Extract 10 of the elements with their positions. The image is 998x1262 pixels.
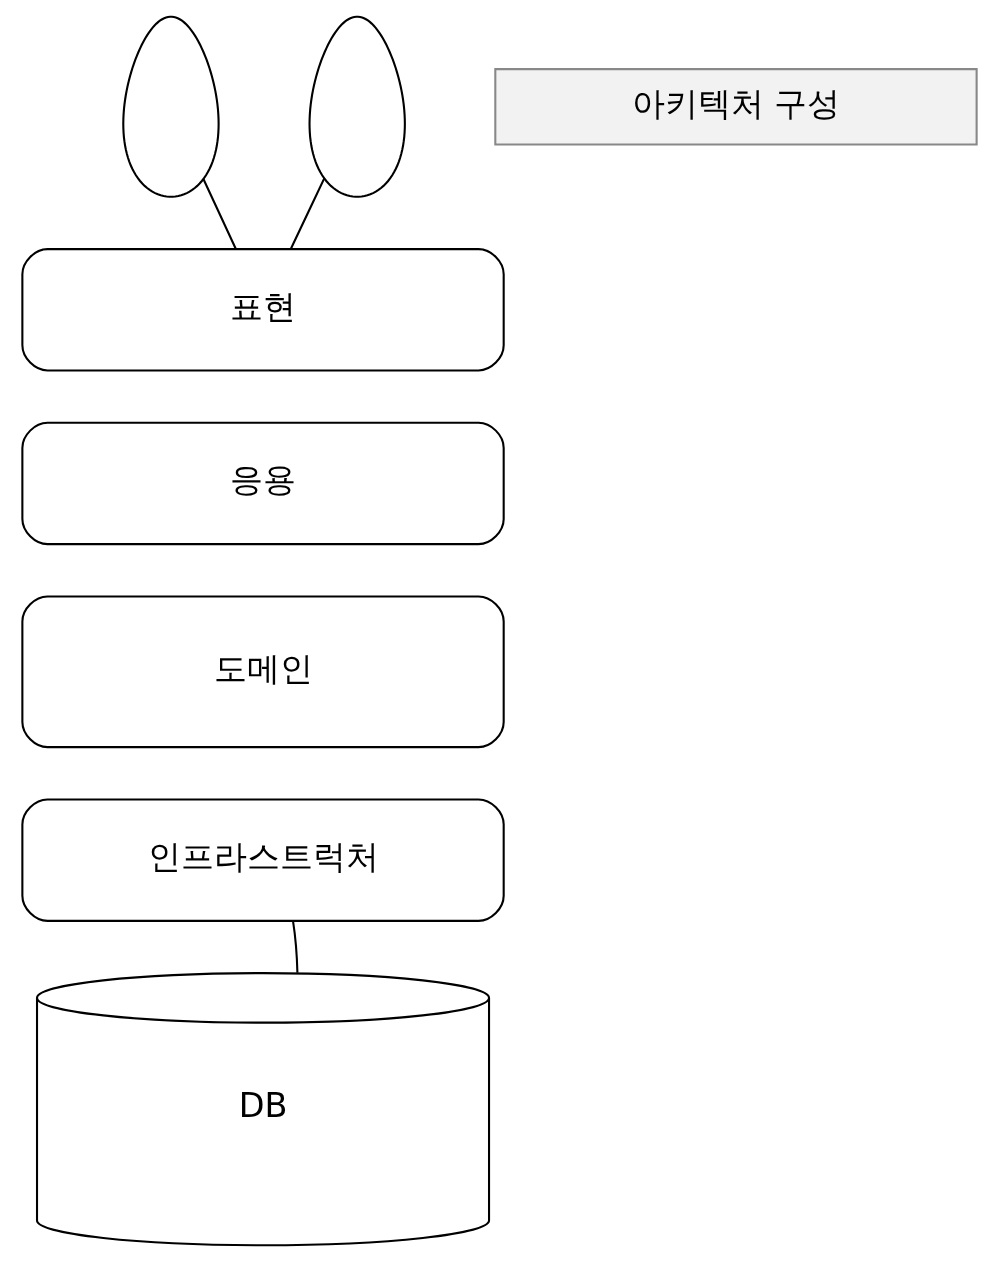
node-box: 표현 <box>20 248 505 372</box>
node-box: 응용 <box>20 421 505 546</box>
connector <box>201 178 237 250</box>
node-box: 아키텍처 구성 <box>493 68 978 146</box>
connector <box>291 920 298 973</box>
node-person <box>308 15 406 198</box>
connector <box>289 177 325 250</box>
node-box: 도메인 <box>20 595 505 749</box>
node-box: 인프라스트럭처 <box>20 798 505 922</box>
node-person <box>121 15 220 198</box>
